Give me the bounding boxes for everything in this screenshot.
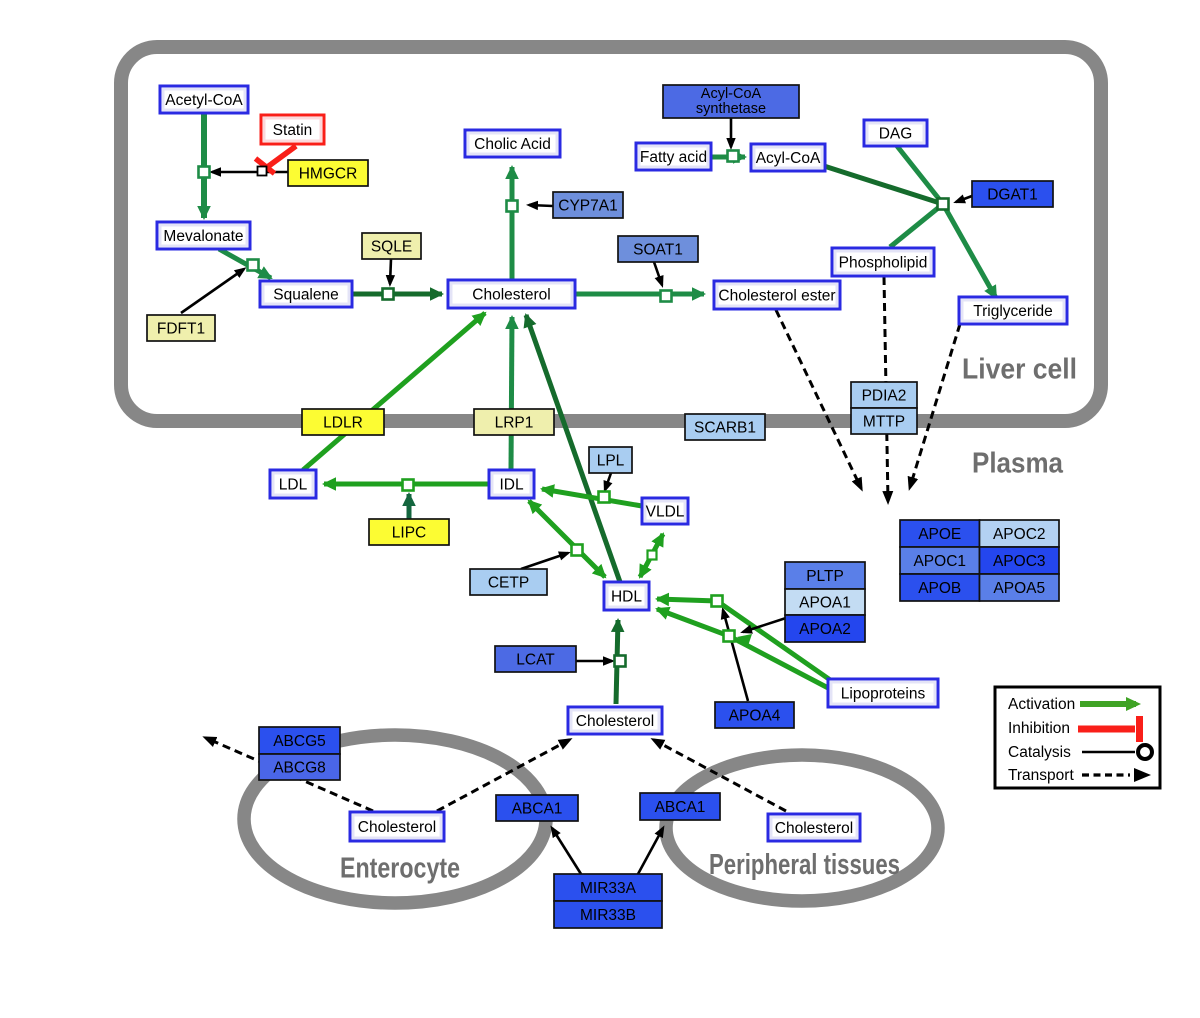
svg-text:Phospholipid: Phospholipid [839, 254, 928, 271]
svg-text:Liver cell: Liver cell [962, 354, 1077, 386]
svg-text:Plasma: Plasma [972, 448, 1064, 480]
svg-text:SQLE: SQLE [371, 238, 412, 255]
svg-text:Inhibition: Inhibition [1008, 720, 1070, 737]
svg-text:ABCA1: ABCA1 [655, 799, 706, 816]
svg-text:SCARB1: SCARB1 [694, 419, 756, 436]
svg-text:Peripheral tissues: Peripheral tissues [709, 849, 900, 881]
svg-text:APOC1: APOC1 [913, 553, 966, 570]
svg-text:DGAT1: DGAT1 [987, 186, 1038, 203]
svg-text:Cholesterol: Cholesterol [472, 286, 550, 303]
svg-text:Statin: Statin [273, 122, 313, 139]
svg-text:LCAT: LCAT [516, 651, 555, 668]
svg-text:VLDL: VLDL [646, 503, 685, 520]
svg-text:APOA5: APOA5 [993, 580, 1045, 597]
svg-text:HDL: HDL [611, 588, 642, 605]
svg-text:LRP1: LRP1 [495, 414, 534, 431]
svg-text:Acyl-CoA: Acyl-CoA [756, 150, 821, 167]
svg-text:APOE: APOE [918, 526, 961, 543]
svg-text:Mevalonate: Mevalonate [163, 228, 243, 245]
svg-text:HMGCR: HMGCR [299, 165, 358, 182]
svg-text:MIR33B: MIR33B [580, 907, 636, 924]
svg-text:APOB: APOB [918, 580, 961, 597]
svg-text:PLTP: PLTP [806, 568, 844, 585]
svg-text:CYP7A1: CYP7A1 [558, 197, 617, 214]
svg-text:Triglyceride: Triglyceride [973, 303, 1053, 320]
svg-text:LIPC: LIPC [392, 524, 426, 541]
svg-text:APOA4: APOA4 [729, 707, 781, 724]
svg-text:Transport: Transport [1008, 767, 1074, 784]
svg-text:ABCG8: ABCG8 [273, 759, 326, 776]
svg-text:Activation: Activation [1008, 696, 1075, 713]
svg-text:APOA2: APOA2 [799, 621, 851, 638]
svg-text:PDIA2: PDIA2 [862, 387, 907, 404]
svg-text:Acyl-CoA: Acyl-CoA [701, 86, 762, 102]
svg-text:Cholesterol: Cholesterol [775, 820, 853, 837]
svg-text:Cholesterol: Cholesterol [576, 713, 654, 730]
svg-text:Lipoproteins: Lipoproteins [841, 685, 926, 702]
svg-text:Enterocyte: Enterocyte [340, 853, 460, 885]
svg-text:synthetase: synthetase [696, 101, 766, 117]
svg-text:Squalene: Squalene [273, 286, 339, 303]
svg-text:Fatty acid: Fatty acid [640, 149, 707, 166]
svg-text:LDL: LDL [279, 476, 308, 493]
svg-text:ABCG5: ABCG5 [273, 733, 326, 750]
svg-text:APOA1: APOA1 [799, 594, 851, 611]
svg-text:IDL: IDL [499, 476, 524, 493]
svg-text:DAG: DAG [879, 125, 913, 142]
svg-text:Catalysis: Catalysis [1008, 744, 1071, 761]
svg-text:CETP: CETP [488, 574, 529, 591]
svg-text:Cholic Acid: Cholic Acid [474, 136, 551, 153]
svg-text:MIR33A: MIR33A [580, 880, 637, 897]
svg-text:FDFT1: FDFT1 [157, 320, 205, 337]
svg-text:LPL: LPL [597, 452, 625, 469]
svg-text:LDLR: LDLR [323, 414, 363, 431]
svg-text:Cholesterol: Cholesterol [358, 819, 436, 836]
svg-text:MTTP: MTTP [863, 413, 905, 430]
svg-text:APOC3: APOC3 [993, 553, 1046, 570]
svg-text:ABCA1: ABCA1 [512, 800, 563, 817]
svg-text:APOC2: APOC2 [993, 526, 1046, 543]
svg-text:SOAT1: SOAT1 [633, 241, 683, 258]
svg-text:Cholesterol ester: Cholesterol ester [718, 287, 835, 304]
svg-text:Acetyl-CoA: Acetyl-CoA [165, 92, 243, 109]
